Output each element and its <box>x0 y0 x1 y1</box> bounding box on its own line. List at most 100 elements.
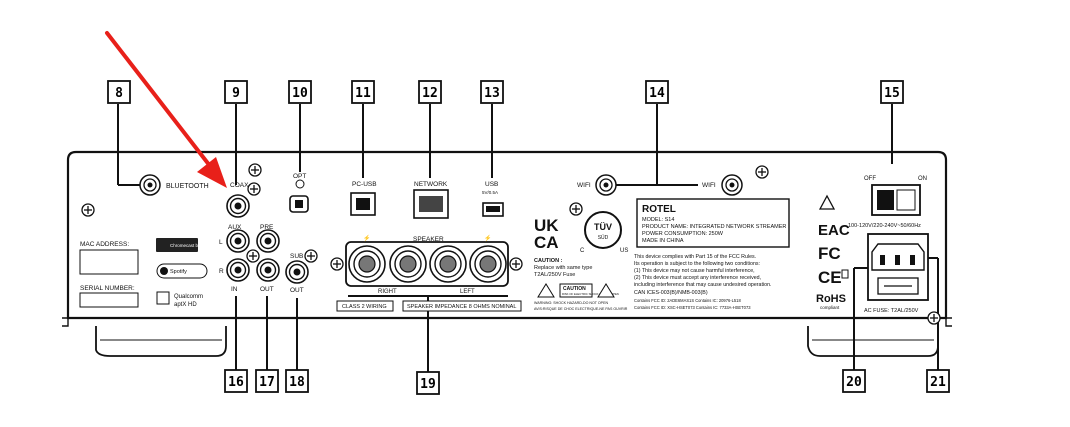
usb-port-inner <box>486 206 500 212</box>
fcc-line-6: CAN ICES-003(B)/NMB-003(B) <box>634 290 708 296</box>
rating-plate <box>636 198 790 248</box>
voltage-rating: 100-120V/220-240V~50/60Hz <box>848 223 921 229</box>
tuv-text: TÜV <box>594 222 612 232</box>
mac-address-box <box>79 249 139 275</box>
fcc-id-2: Contains FCC ID: XSC-HSET073 Contains IC… <box>634 305 751 310</box>
power-switch-rocker-on <box>896 189 916 211</box>
wifi-antenna-left-icon[interactable] <box>595 174 617 196</box>
warning-mark: ⚡ <box>484 234 491 242</box>
class2-label: CLASS 2 WIRING <box>342 304 387 310</box>
ac-pin-icon <box>880 255 885 265</box>
ac-pin-icon <box>910 255 915 265</box>
power-switch-rocker <box>877 190 894 210</box>
rohs-mark: RoHS <box>816 293 846 305</box>
aux-in-left-jack[interactable] <box>226 229 250 253</box>
caution-box-sub: RISK OF ELECTRIC SHOCK DO NOT OPEN <box>562 292 619 296</box>
callout-box-18 <box>285 369 309 393</box>
caution-heading: CAUTION : <box>534 258 563 264</box>
pre-out-right-jack[interactable] <box>256 258 280 282</box>
sud-text: SÜD <box>598 234 609 241</box>
mac-address-label: MAC ADDRESS: <box>80 241 129 248</box>
laser-icon <box>295 179 305 189</box>
bluetooth-label: BLUETOOTH <box>166 183 209 190</box>
fcc-line-2: Its operation is subject to the followin… <box>634 261 760 267</box>
screw-icon <box>330 257 344 271</box>
speaker-right-label: RIGHT <box>378 289 397 295</box>
tuv-seal <box>584 211 622 249</box>
screw-icon <box>248 163 262 177</box>
screw-icon <box>755 165 769 179</box>
callout-12: 12 <box>422 86 438 101</box>
callout-leaders <box>117 104 939 372</box>
coax-label: COAX <box>230 182 249 189</box>
spotify-icon <box>160 267 168 275</box>
wifi-antenna-right-icon[interactable] <box>721 174 743 196</box>
coax-jack[interactable] <box>226 194 250 218</box>
callout-17: 17 <box>259 375 275 390</box>
callout-box-19 <box>416 371 440 395</box>
callout-8: 8 <box>115 86 123 101</box>
qualcomm-text: Qualcomm <box>174 294 203 300</box>
fuse-rating: AC FUSE: T2AL/250V <box>864 308 919 314</box>
fcc-id-1: Contains FCC ID: 2ADE6MAS1S Contains IC:… <box>634 298 741 303</box>
rating-origin: MADE IN CHINA <box>642 238 684 244</box>
impedance-box <box>402 300 522 312</box>
ukca-mark-top: UK <box>534 216 559 235</box>
callout-14: 14 <box>649 86 665 101</box>
speaker-left-negative[interactable] <box>429 245 467 283</box>
eac-mark: EAC <box>818 222 850 239</box>
rohs-compliant-text: compliant <box>820 305 840 310</box>
callout-9: 9 <box>232 86 240 101</box>
pc-usb-label: PC-USB <box>352 181 377 188</box>
rating-model: MODEL: S14 <box>642 217 674 223</box>
bluetooth-antenna-icon[interactable] <box>139 174 161 196</box>
callout-box-13 <box>480 80 504 104</box>
fcc-line-3: (1) This device may not cause harmful in… <box>634 268 755 274</box>
wifi-right-label: WIFI <box>702 182 716 189</box>
qualcomm-icon <box>156 291 170 305</box>
aux-label: AUX <box>228 224 242 231</box>
speaker-right-negative[interactable] <box>389 245 427 283</box>
screw-icon <box>509 257 523 271</box>
rating-product: PRODUCT NAME: INTEGRATED NETWORK STREAME… <box>642 224 786 230</box>
left-channel-label: L <box>219 239 223 246</box>
callout-numbers: 8 9 10 11 12 13 14 15 16 17 18 19 20 21 <box>115 86 946 392</box>
aux-in-right-jack[interactable] <box>226 258 250 282</box>
switch-on-label: ON <box>918 176 927 182</box>
screw-icon <box>304 249 318 263</box>
rating-power: POWER CONSUMPTION: 250W <box>642 231 724 237</box>
spotify-badge <box>156 263 208 279</box>
callout-box-21 <box>926 369 950 393</box>
tuv-c-label: C <box>580 248 585 254</box>
speaker-right-positive[interactable] <box>348 245 386 283</box>
callout-20: 20 <box>846 375 862 390</box>
pre-label: PRE <box>260 224 274 231</box>
callout-box-15 <box>880 80 904 104</box>
caution-line2: T2AL/250V Fuse <box>534 272 575 278</box>
aux-in-label: IN <box>231 286 238 293</box>
callout-box-10 <box>288 80 312 104</box>
callout-box-17 <box>255 369 279 393</box>
warning-mark: ⚡ <box>363 234 370 242</box>
caution-box-title: CAUTION <box>563 286 586 292</box>
callout-16: 16 <box>228 375 244 390</box>
callout-box-14 <box>645 80 669 104</box>
lightning-warning-icon <box>537 283 555 298</box>
caution-line1: Replace with same type <box>534 265 592 271</box>
fcc-line-1: This device complies with Part 15 of the… <box>634 254 756 260</box>
speaker-left-positive[interactable] <box>469 245 507 283</box>
pre-out-left-jack[interactable] <box>256 229 280 253</box>
ce-mark: CE <box>818 268 842 287</box>
aptx-text: aptX HD <box>174 302 197 308</box>
tuv-us-label: US <box>620 248 628 254</box>
right-channel-label: R <box>219 268 224 275</box>
pre-out-label: OUT <box>260 286 274 293</box>
sub-out-jack[interactable] <box>285 260 309 284</box>
callout-boxes <box>107 80 950 395</box>
spotify-text: Spotify <box>170 269 187 275</box>
screw-icon <box>247 182 261 196</box>
callout-18: 18 <box>289 375 305 390</box>
wifi-left-label: WIFI <box>577 182 591 189</box>
warning-text: WARNING: SHOCK HAZARD-DO NOT OPEN <box>534 301 608 305</box>
